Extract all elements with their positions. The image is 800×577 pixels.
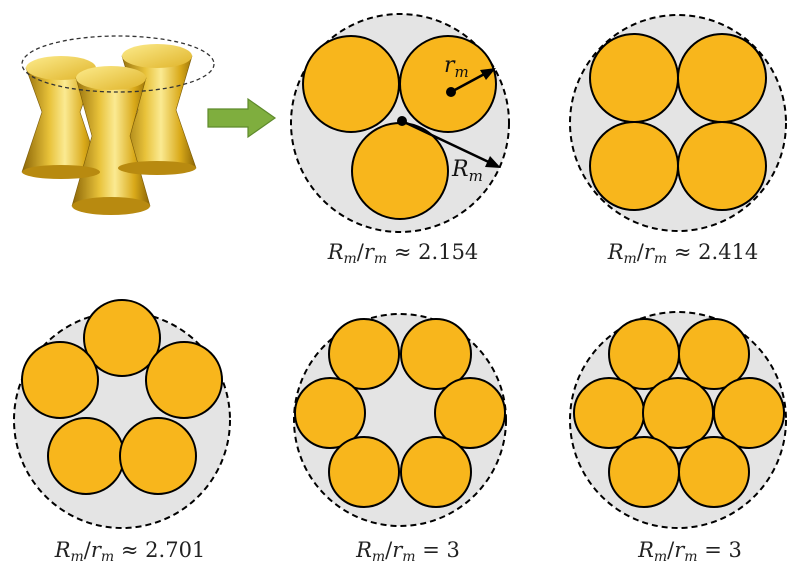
ratio-caption-3: Rm/rm ≈ 2.154 [327, 240, 479, 267]
ratio-caption-4: Rm/rm ≈ 2.414 [607, 240, 759, 267]
ratio-caption-5: Rm/rm ≈ 2.701 [54, 538, 206, 565]
ratio-caption-6: Rm/rm = 3 [356, 538, 460, 565]
packed-circle [328, 436, 400, 508]
packed-circle [145, 341, 223, 419]
packed-circle [678, 318, 750, 390]
packed-circle [328, 318, 400, 390]
ratio-value: 2.414 [698, 240, 759, 264]
packed-circle [608, 436, 680, 508]
packed-circle [399, 35, 497, 133]
packed-circle [351, 122, 449, 220]
large-radius-label: Rm [451, 157, 483, 185]
small-radius-label: rm [444, 53, 469, 81]
packed-circle [677, 121, 767, 211]
packed-circle [83, 299, 161, 377]
radius-annotations: rm Rm [397, 53, 501, 185]
packed-circle [21, 341, 99, 419]
ratio-value: 3 [446, 538, 460, 562]
packing-panel-5 [13, 299, 231, 529]
packed-circle [434, 377, 506, 449]
ratio-caption-7: Rm/rm = 3 [638, 538, 742, 565]
packed-circle [47, 417, 125, 495]
packing-panel-7 [569, 311, 787, 529]
packing-panel-6 [293, 313, 507, 527]
packed-circle [400, 318, 472, 390]
gold-hourglass-rods-icon [21, 44, 197, 215]
ratio-value: 2.154 [418, 240, 479, 264]
packing-panel-4 [569, 14, 787, 232]
green-right-arrow-icon [207, 97, 277, 139]
packed-circle [302, 35, 400, 133]
packed-circle [400, 436, 472, 508]
packed-circle [678, 436, 750, 508]
packed-circle [294, 377, 366, 449]
packed-circle [589, 33, 679, 123]
ratio-value: 3 [728, 538, 742, 562]
ratio-value: 2.701 [145, 538, 206, 562]
packing-panels [13, 13, 787, 529]
packed-circle [119, 417, 197, 495]
packed-circle [589, 121, 679, 211]
packed-circle [573, 377, 645, 449]
packed-circle [677, 33, 767, 123]
packed-circle [713, 377, 785, 449]
